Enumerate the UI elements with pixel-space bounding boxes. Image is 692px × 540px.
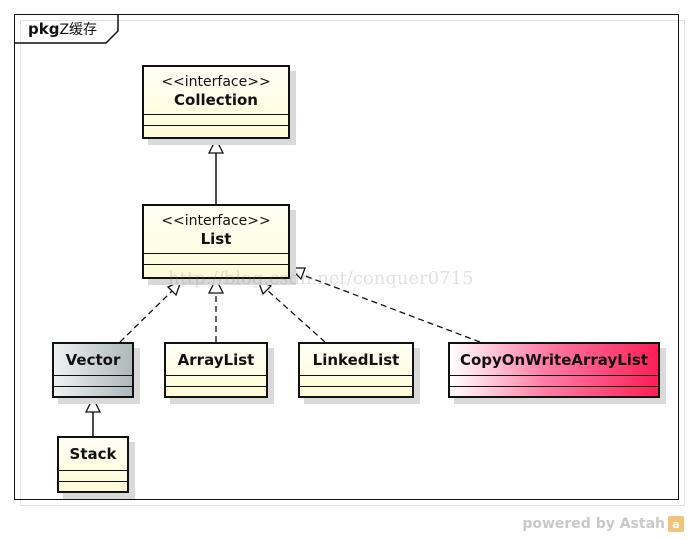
stereotype-label: <<interface>> [161, 212, 271, 229]
copyonwrite-to-list-arrow [288, 267, 306, 281]
astah-logo-icon: a [668, 516, 684, 532]
frame-shadow [20, 20, 685, 506]
class-linkedlist[interactable]: LinkedList [298, 342, 414, 398]
package-name: Z缓存 [59, 22, 98, 38]
class-vector[interactable]: Vector [52, 342, 134, 398]
class-name: LinkedList [312, 350, 400, 369]
stereotype-label: <<interface>> [161, 73, 271, 90]
attributes-compartment [450, 376, 658, 387]
powered-by-footer: powered by Astah a [522, 516, 684, 532]
attributes-compartment [300, 376, 412, 387]
vector-to-list-arrow [166, 279, 183, 297]
attributes-compartment [166, 376, 266, 387]
class-header: <<interface>> List [144, 206, 288, 254]
stack-to-vector-arrow [84, 396, 102, 413]
class-header: CopyOnWriteArrayList [450, 344, 658, 376]
class-stack[interactable]: Stack [57, 436, 129, 493]
attributes-compartment [59, 471, 127, 482]
package-keyword: pkg [28, 20, 60, 38]
class-name: Vector [65, 350, 121, 369]
class-name: Collection [174, 90, 258, 109]
linkedlist-to-list-line [266, 289, 326, 343]
class-name: ArrayList [177, 350, 255, 369]
class-header: ArrayList [166, 344, 266, 376]
operations-compartment [166, 387, 266, 397]
attributes-compartment [54, 376, 132, 387]
attributes-compartment [144, 115, 288, 126]
linkedlist-to-list-arrow [256, 278, 273, 296]
class-list[interactable]: <<interface>> List [142, 204, 290, 279]
vector-to-list-line [119, 290, 173, 343]
operations-compartment [450, 387, 658, 397]
operations-compartment [54, 387, 132, 397]
class-header: <<interface>> Collection [144, 67, 288, 115]
class-header: Vector [54, 344, 132, 376]
powered-by-text: powered by Astah [522, 516, 665, 532]
class-name: CopyOnWriteArrayList [459, 350, 649, 369]
arraylist-to-list-arrow [207, 277, 225, 294]
class-copyonwritearraylist[interactable]: CopyOnWriteArrayList [448, 342, 660, 398]
class-header: LinkedList [300, 344, 412, 376]
class-arraylist[interactable]: ArrayList [164, 342, 268, 398]
operations-compartment [300, 387, 412, 397]
list-to-collection-arrow [207, 137, 225, 154]
attributes-compartment [144, 254, 288, 265]
operations-compartment [144, 126, 288, 136]
package-frame [14, 14, 679, 500]
class-header: Stack [59, 438, 127, 471]
class-name: Stack [69, 445, 117, 463]
class-name: List [200, 229, 232, 248]
package-label: pkgZ缓存 [28, 19, 97, 39]
operations-compartment [59, 482, 127, 492]
class-collection[interactable]: <<interface>> Collection [142, 65, 290, 139]
copyonwrite-to-list-line [299, 273, 481, 343]
operations-compartment [144, 265, 288, 275]
